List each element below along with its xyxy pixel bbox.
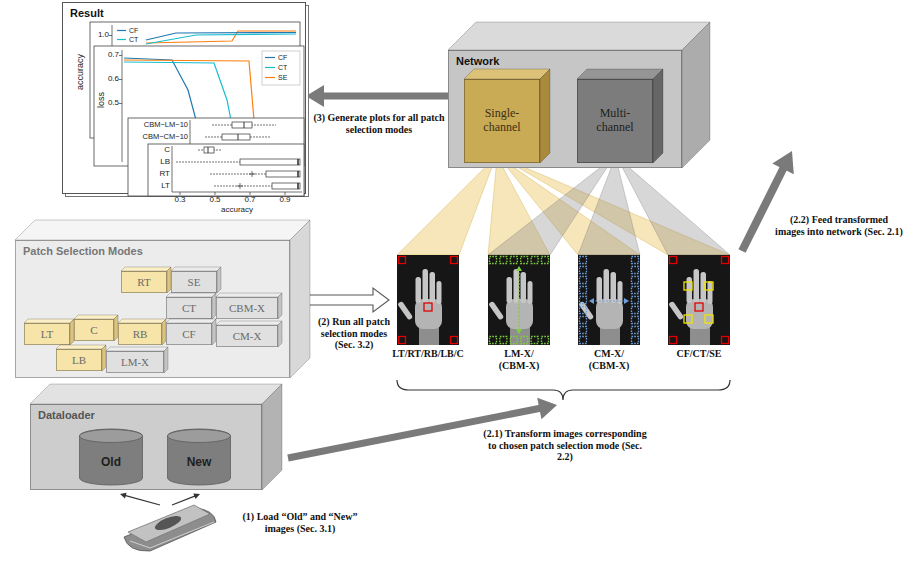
- category-label: CBM−CM−10: [143, 133, 188, 141]
- mode-box: SE: [171, 271, 217, 293]
- mode-box: LM-X: [106, 351, 164, 373]
- plot-legend-text: CT: [129, 36, 138, 43]
- box-title: Network: [449, 52, 506, 70]
- group-brace: [397, 380, 730, 400]
- hand-patch-panel: LT/RT/RB/LB/C: [389, 255, 467, 360]
- network-box: NetworkSingle-channel Multi-channel: [448, 50, 682, 168]
- hand-patch-panel: CM-X/ (CBM-X): [570, 255, 648, 371]
- mode-box: CBM-X: [216, 297, 278, 319]
- scanner-illustration: [124, 505, 216, 551]
- box-label: CT: [182, 302, 196, 315]
- mode-box: RB: [118, 323, 162, 345]
- database-cylinder: Old: [79, 429, 143, 485]
- mode-box: CT: [166, 297, 212, 319]
- panel-caption: CF/CT/SE: [660, 348, 738, 360]
- category-label: C: [164, 146, 170, 154]
- single-channel-box: Single-channel: [464, 79, 540, 163]
- box-label: Multi-channel: [588, 107, 642, 135]
- mode-box: CF: [166, 323, 212, 345]
- step-annotation: (2.2) Feed transformed images into netwo…: [775, 214, 903, 237]
- step-annotation: (2.1) Transform images corresponding to …: [483, 428, 648, 463]
- hand-patch-panel: LM-X/ (CBM-X): [480, 255, 558, 371]
- category-label: CBM−LM−10: [144, 121, 188, 129]
- database-cylinder: New: [167, 429, 231, 485]
- dataloader-box: DataloaderOld New: [30, 404, 262, 490]
- box-label: CF: [182, 328, 195, 341]
- legend-text: CF: [278, 54, 287, 61]
- plot-legend-text: CF: [129, 27, 138, 34]
- box-label: New: [187, 445, 212, 469]
- hand-xray-image: [578, 255, 640, 345]
- load-arrows: [120, 493, 200, 505]
- box-label: Single-channel: [475, 107, 529, 135]
- mode-box: RT: [121, 271, 167, 293]
- patch-modes-box: Patch Selection ModesRT SE CT CBM-X LT C RB CF C…: [15, 240, 290, 378]
- feed-fan: [397, 163, 494, 255]
- feed-fan: [620, 163, 730, 255]
- category-label: LB: [160, 158, 170, 166]
- step-annotation: (3) Generate plots for all patch selecti…: [312, 112, 446, 135]
- mode-box: CM-X: [216, 325, 278, 347]
- tick-label: 0.6: [108, 75, 119, 83]
- hand-xray-image: [488, 255, 550, 345]
- feed-fan: [511, 163, 731, 255]
- step-annotation: (2) Run all patch selection modes (Sec. …: [312, 316, 396, 351]
- tick-label: 0.5: [209, 196, 220, 204]
- axis-label: loss: [97, 92, 106, 108]
- tick-label: 0.7: [244, 196, 255, 204]
- category-label: LT: [161, 182, 170, 190]
- mode-box: C: [74, 319, 114, 341]
- category-label: RT: [159, 170, 170, 178]
- hand-patch-panel: CF/CT/SE: [660, 255, 738, 360]
- tick-label: 0.7: [108, 51, 119, 59]
- feed-fan: [488, 163, 550, 255]
- legend-text: SE: [278, 74, 287, 81]
- box-label: CM-X: [233, 330, 262, 343]
- panel-caption: LM-X/ (CBM-X): [493, 348, 545, 371]
- step-annotation: (1) Load “Old” and “New” images (Sec. 3.…: [235, 511, 365, 534]
- multi-channel-box: Multi-channel: [577, 79, 653, 163]
- hand-xray-image: [668, 255, 730, 345]
- feed-fan: [488, 163, 610, 255]
- tick-label: 0.5: [108, 99, 119, 107]
- box-label: Old: [101, 445, 121, 469]
- box-label: CBM-X: [229, 302, 265, 315]
- tick-label: 1.0: [98, 31, 109, 39]
- legend-text: CT: [278, 64, 287, 71]
- mode-box: LT: [24, 323, 70, 345]
- box-title: Dataloader: [31, 406, 102, 424]
- box-title: Patch Selection Modes: [16, 242, 150, 260]
- box-label: C: [90, 324, 97, 337]
- feed-fan: [578, 163, 640, 255]
- hand-xray-image: [397, 255, 459, 345]
- tick-label: 0.3: [174, 196, 185, 204]
- accuracy-plot: [90, 22, 300, 138]
- hollow-arrow: [290, 288, 389, 312]
- loss-plot: [94, 46, 304, 166]
- box-label: RT: [137, 276, 150, 289]
- box-label: SE: [188, 276, 201, 289]
- feed-fan: [504, 163, 641, 255]
- box-title: Result: [63, 4, 111, 22]
- panel-caption: CM-X/ (CBM-X): [583, 348, 635, 371]
- mode-box: LB: [56, 349, 102, 371]
- mode-boxplot: [148, 144, 304, 196]
- panel-caption: LT/RT/RB/LB/C: [389, 348, 467, 360]
- flow-arrow: [306, 85, 448, 107]
- box-label: LB: [72, 354, 86, 367]
- box-label: LM-X: [121, 356, 149, 369]
- axis-label: accuracy: [221, 206, 253, 214]
- box-label: LT: [41, 328, 53, 341]
- cbm-boxplot: [128, 118, 304, 196]
- tick-label: 0.9: [279, 196, 290, 204]
- axis-label: accuracy: [76, 54, 85, 90]
- box-label: RB: [133, 328, 148, 341]
